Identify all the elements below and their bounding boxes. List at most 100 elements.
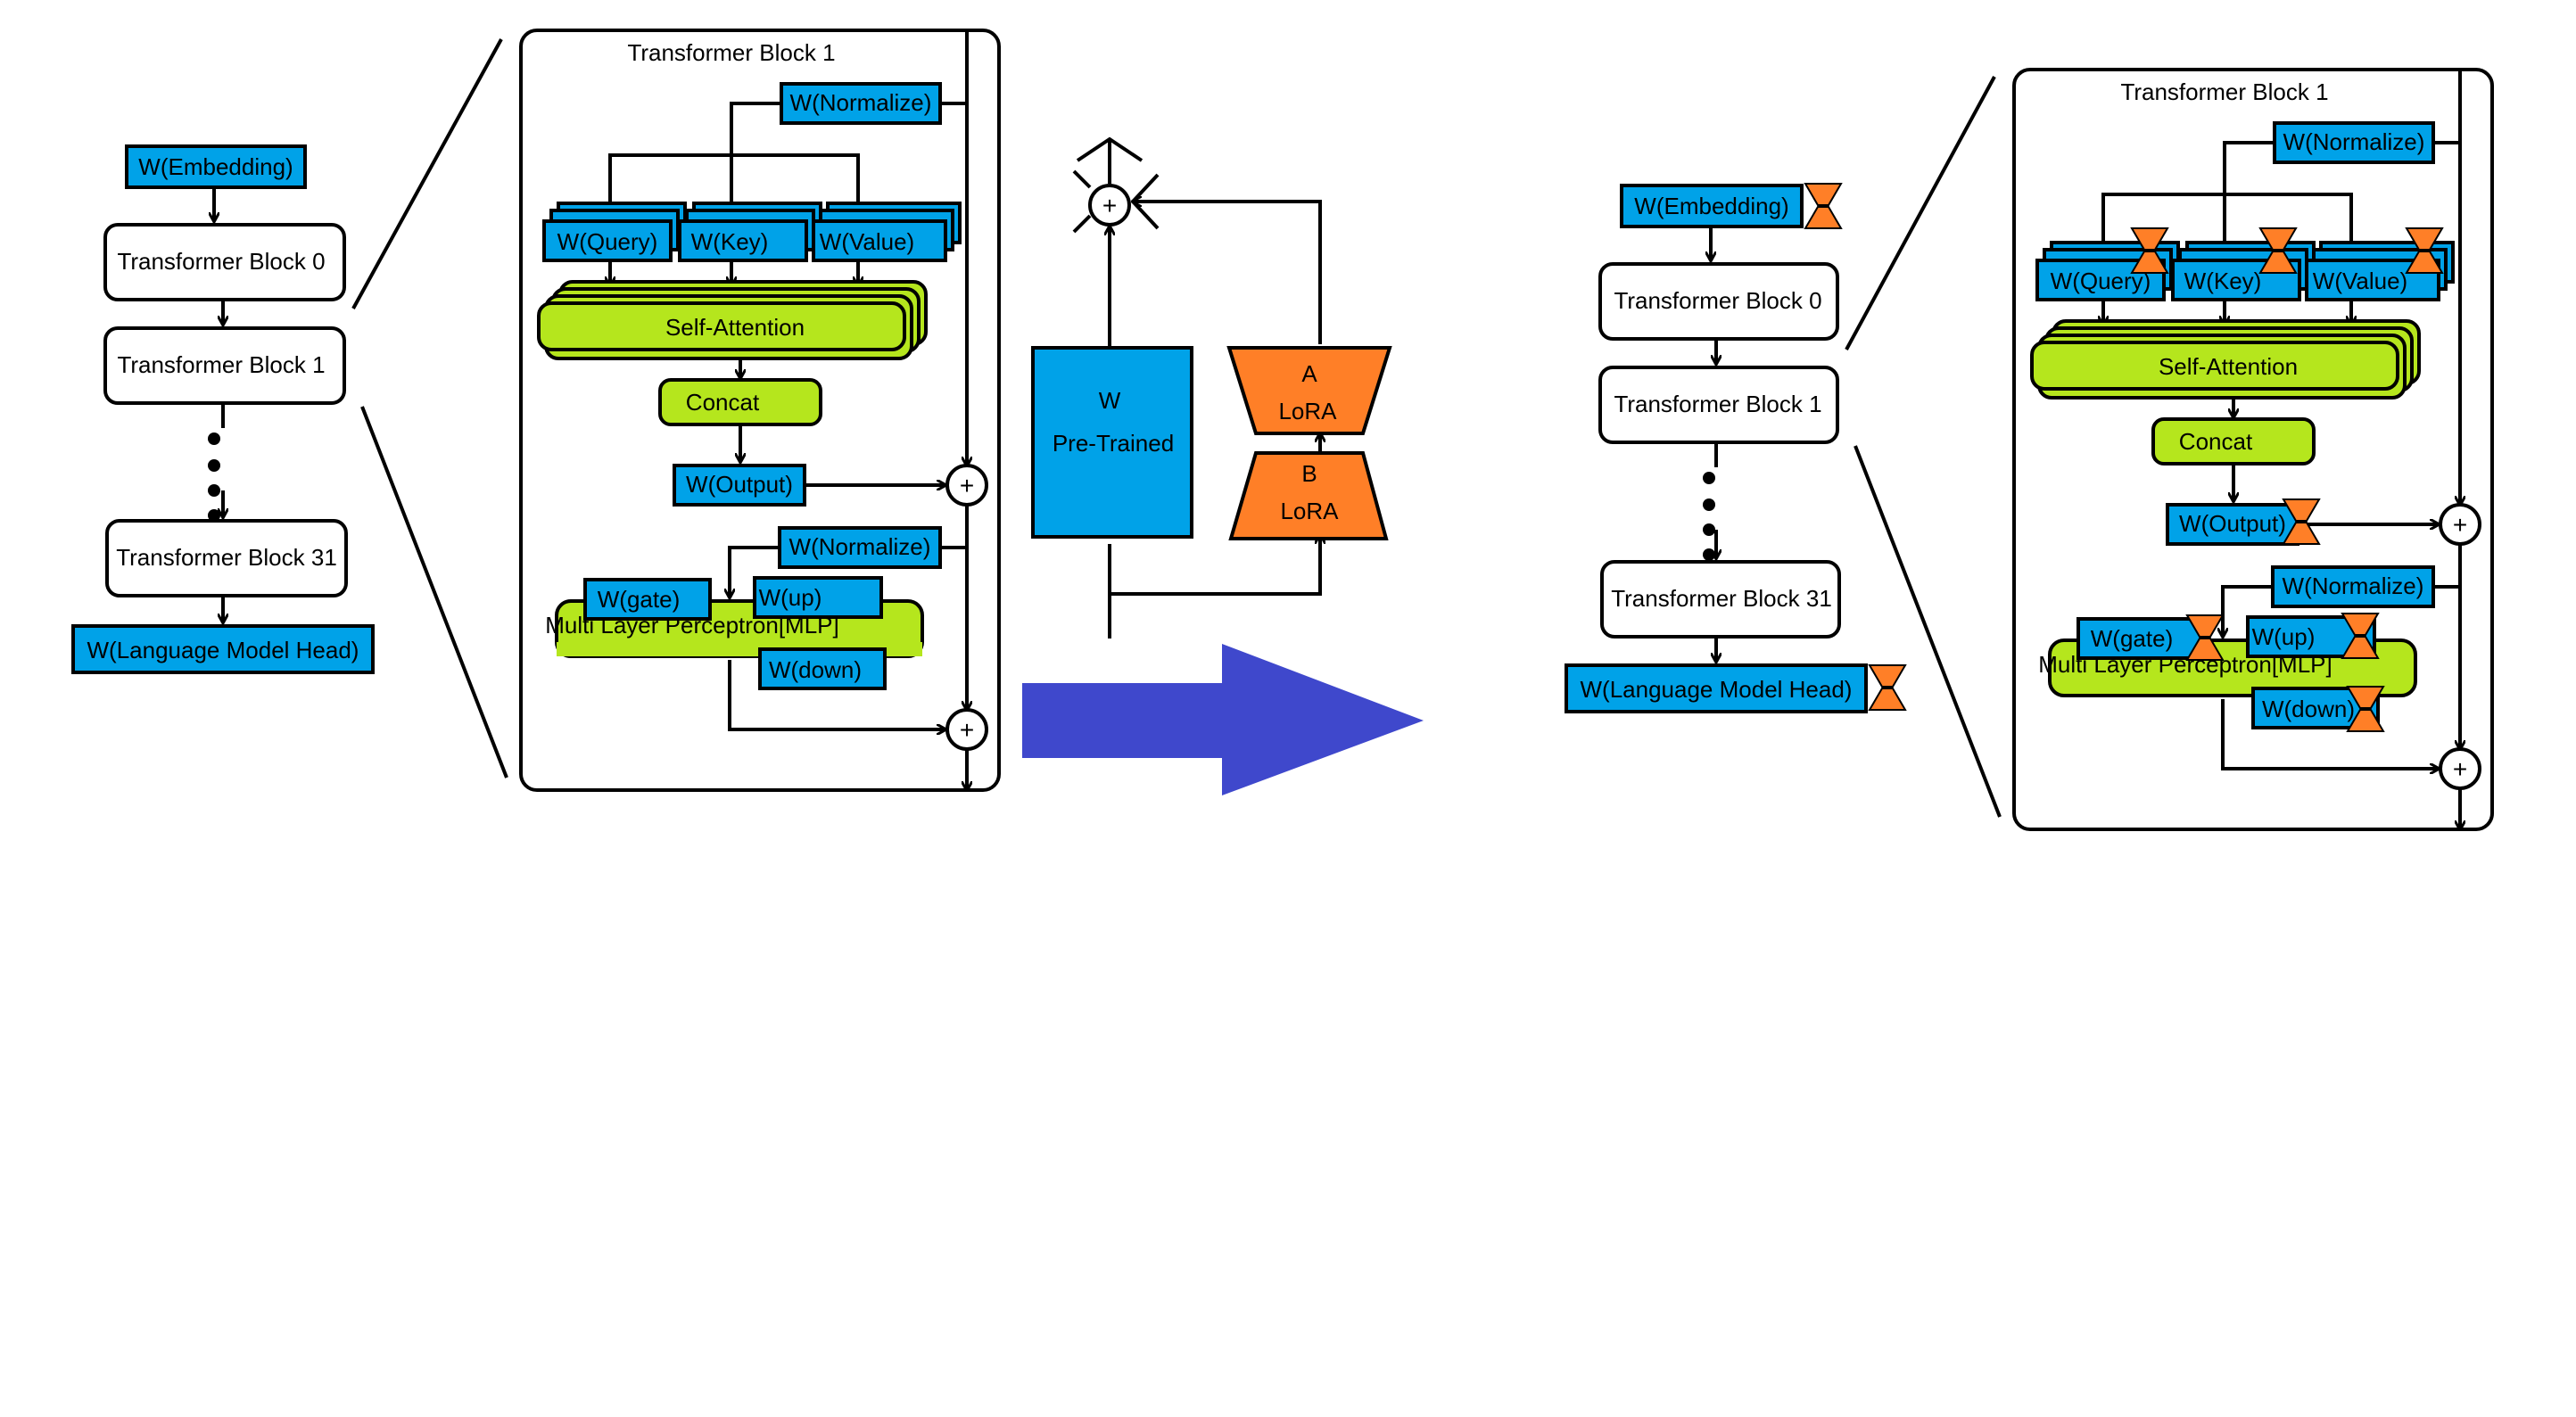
block1-label: Transformer Block 1: [117, 351, 325, 378]
right-embedding-label: W(Embedding): [1634, 193, 1788, 219]
up-label: W(up): [759, 584, 822, 611]
query-weight: W(Query): [542, 202, 687, 262]
residual-add-2: +: [945, 708, 988, 751]
value-label: W(Value): [820, 228, 914, 255]
right-down-label: W(down): [2262, 696, 2355, 722]
right-transformer-block-31: Transformer Block 31: [1600, 560, 1841, 638]
lora-mechanism: + W Pre-Trained A LoRA B LoRA: [1031, 136, 1392, 638]
lora-a-label: A: [1301, 360, 1317, 387]
right-residual-add-1: +: [2439, 503, 2481, 546]
right-block1-label: Transformer Block 1: [1614, 391, 1821, 417]
right-ellipsis-dots: [1703, 472, 1715, 561]
detail-title: Transformer Block 1: [627, 39, 835, 66]
adapter-embedding-icon: [1804, 183, 1843, 229]
right-key-label: W(Key): [2184, 268, 2262, 294]
embedding-weight: W(Embedding): [125, 144, 307, 189]
normalize2-weight: W(Normalize): [778, 526, 942, 569]
right-normalize-weight: W(Normalize): [2273, 121, 2435, 164]
output-label: W(Output): [686, 471, 793, 498]
ellipsis-dots: [208, 433, 220, 522]
right-embedding-weight: W(Embedding): [1620, 184, 1804, 228]
right-up-label: W(up): [2252, 623, 2316, 650]
adapter-query-icon: [2130, 227, 2169, 274]
value-weight: W(Value): [812, 202, 962, 262]
right-zoom-line-top: [1845, 76, 1996, 350]
block0-label: Transformer Block 0: [117, 248, 325, 275]
right-concat-label: Concat: [2179, 428, 2253, 455]
transformer-block-1: Transformer Block 1: [103, 326, 346, 405]
right-gate-label: W(gate): [2091, 625, 2173, 652]
gate-weight: W(gate): [583, 578, 712, 621]
right-value-label: W(Value): [2313, 268, 2407, 294]
add-1-symbol: +: [960, 472, 974, 499]
right-block0-label: Transformer Block 0: [1614, 287, 1821, 314]
zoom-line-bottom: [360, 406, 508, 779]
lora-adapter-markers: [1804, 183, 2444, 732]
right-output-label: W(Output): [2179, 510, 2286, 537]
head-label: W(Language Model Head): [87, 637, 359, 663]
adapter-output-icon: [2282, 498, 2321, 545]
pretrained-weight: W Pre-Trained: [1031, 346, 1193, 539]
transformer-block-0: Transformer Block 0: [103, 223, 346, 301]
query-label: W(Query): [557, 228, 658, 255]
right-transformer-block-0: Transformer Block 0: [1598, 262, 1839, 341]
lora-a-matrix: A LoRA: [1226, 346, 1392, 435]
right-language-model-head-weight: W(Language Model Head): [1565, 663, 1868, 713]
normalize-weight: W(Normalize): [780, 82, 942, 125]
right-concat-op: Concat: [2151, 417, 2316, 465]
adapter-head-icon: [1868, 664, 1907, 711]
residual-add-1: +: [945, 464, 988, 507]
key-weight: W(Key): [678, 202, 822, 262]
key-label: W(Key): [691, 228, 769, 255]
pretrained-w-label: W: [1099, 387, 1121, 414]
transition-arrow: [1022, 644, 1424, 795]
right-add-2-symbol: +: [2453, 755, 2467, 783]
right-block31-label: Transformer Block 31: [1611, 585, 1832, 612]
gate-label: W(gate): [598, 586, 680, 613]
down-label: W(down): [769, 656, 862, 683]
right-head-label: W(Language Model Head): [1581, 676, 1853, 703]
transformer-block-31: Transformer Block 31: [105, 519, 348, 597]
output-weight: W(Output): [673, 464, 806, 507]
zoom-line-top: [351, 38, 503, 309]
self-attention-label: Self-Attention: [665, 314, 805, 341]
right-add-1-symbol: +: [2453, 511, 2467, 539]
right-normalize-label: W(Normalize): [2283, 128, 2425, 155]
normalize-label: W(Normalize): [790, 89, 932, 116]
lora-b-sub: LoRA: [1280, 498, 1339, 524]
block31-label: Transformer Block 31: [116, 544, 337, 571]
adapter-gate-icon: [2185, 614, 2225, 661]
right-self-attention-op: Self-Attention: [2030, 319, 2421, 400]
lora-add: +: [1088, 184, 1131, 227]
lora-b-matrix: B LoRA: [1228, 451, 1389, 540]
embedding-label: W(Embedding): [138, 153, 293, 180]
right-residual-add-2: +: [2439, 747, 2481, 790]
concat-label: Concat: [686, 389, 760, 416]
right-normalize2-label: W(Normalize): [2283, 573, 2424, 599]
adapter-down-icon: [2346, 686, 2385, 732]
right-zoom-line-bottom: [1854, 445, 2002, 818]
right-transformer-block-1: Transformer Block 1: [1598, 366, 1839, 444]
down-weight: W(down): [758, 647, 887, 690]
right-normalize2-weight: W(Normalize): [2271, 565, 2435, 608]
adapter-value-icon: [2405, 227, 2444, 274]
concat-op: Concat: [658, 378, 822, 426]
right-model-stack: W(Embedding) Transformer Block 0 Transfo…: [1565, 184, 1868, 713]
right-gate-weight: W(gate): [2076, 617, 2205, 660]
self-attention-op: Self-Attention: [537, 280, 928, 360]
lora-add-symbol: +: [1102, 192, 1117, 219]
normalize2-label: W(Normalize): [789, 533, 931, 560]
right-self-attention-label: Self-Attention: [2159, 353, 2298, 380]
right-output-weight: W(Output): [2166, 503, 2299, 546]
right-transformer-block-detail: Transformer Block 1 W(Normalize) W(Query…: [2012, 68, 2494, 831]
language-model-head-weight: W(Language Model Head): [71, 624, 375, 674]
adapter-key-icon: [2258, 227, 2298, 274]
up-weight: W(up): [753, 576, 883, 619]
transformer-block-detail: Transformer Block 1 W(Normalize) W(Qu: [519, 29, 1001, 792]
right-detail-title: Transformer Block 1: [2120, 78, 2328, 105]
left-model-stack: W(Embedding) Transformer Block 0 Transfo…: [71, 144, 375, 674]
add-2-symbol: +: [960, 716, 974, 744]
lora-b-label: B: [1301, 460, 1317, 487]
